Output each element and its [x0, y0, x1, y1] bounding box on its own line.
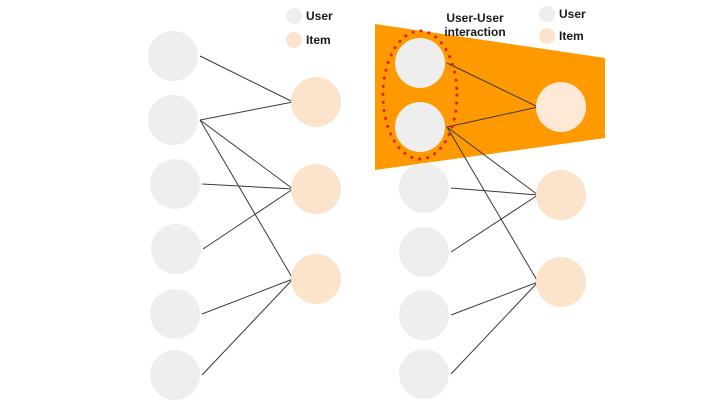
legend-user-swatch — [539, 6, 555, 22]
edge-u1-i1 — [446, 62, 539, 108]
left-legend: User Item — [286, 8, 333, 48]
edge-u2-i2 — [446, 126, 539, 196]
edge-u3-i2 — [201, 183, 294, 190]
legend-item-label: Item — [306, 33, 331, 47]
user-node — [150, 159, 200, 209]
legend-item-swatch — [286, 32, 302, 48]
legend-item-swatch — [539, 28, 555, 44]
annotation-line-1: User-User — [446, 11, 504, 25]
edge-u6-i3 — [201, 278, 294, 376]
item-node — [536, 82, 586, 132]
edge-u2-i2 — [199, 119, 294, 190]
edge-u5-i3 — [201, 278, 294, 315]
left-graph-nodes — [148, 31, 341, 400]
item-node — [291, 77, 341, 127]
user-node — [399, 349, 449, 399]
edge-u3-i2 — [450, 187, 539, 196]
user-node — [399, 163, 449, 213]
user-node — [395, 102, 445, 152]
right-legend: User Item — [539, 6, 586, 44]
right-graph-nodes — [395, 38, 586, 399]
edge-u1-i1 — [199, 55, 294, 103]
annotation-line-2: interaction — [444, 25, 505, 39]
edge-u6-i3 — [450, 281, 539, 375]
user-node — [148, 31, 198, 81]
right-graph-edges — [446, 62, 539, 375]
user-node — [395, 38, 445, 88]
edge-u4-i2 — [450, 194, 539, 253]
user-user-interaction-annotation: User-User interaction — [444, 11, 505, 39]
item-node — [536, 257, 586, 307]
edge-u2-i3 — [446, 126, 539, 283]
edge-u2-i3 — [199, 119, 294, 280]
user-node — [399, 227, 449, 277]
legend-user-label: User — [559, 7, 586, 21]
user-node — [151, 224, 201, 274]
left-graph-edges — [199, 55, 294, 376]
edge-u2-i1 — [446, 106, 539, 128]
edge-u4-i2 — [202, 188, 294, 250]
legend-user-swatch — [286, 8, 302, 24]
edge-u5-i3 — [450, 281, 539, 316]
item-node — [291, 164, 341, 214]
item-node — [291, 254, 341, 304]
user-node — [399, 290, 449, 340]
user-user-interaction-ring — [381, 29, 459, 161]
legend-user-label: User — [306, 9, 333, 23]
legend-item-label: Item — [559, 29, 584, 43]
item-node — [536, 170, 586, 220]
user-node — [150, 350, 200, 400]
user-node — [150, 289, 200, 339]
user-node — [148, 95, 198, 145]
edge-u2-i1 — [199, 101, 294, 121]
